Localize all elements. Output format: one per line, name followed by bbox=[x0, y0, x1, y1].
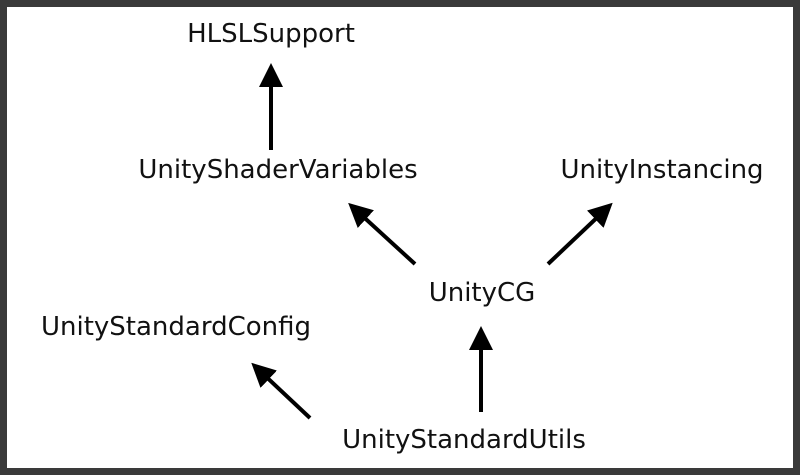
node-hlsl-support: HLSLSupport bbox=[187, 19, 355, 49]
node-unity-cg: UnityCG bbox=[428, 278, 536, 308]
node-unity-shader-variables: UnityShaderVariables bbox=[138, 155, 418, 185]
node-unity-standard-utils: UnityStandardUtils bbox=[342, 425, 586, 455]
node-unity-instancing: UnityInstancing bbox=[560, 155, 764, 185]
dependency-arrows bbox=[251, 63, 613, 420]
node-unity-standard-config: UnityStandardConfig bbox=[40, 312, 312, 342]
diagram-canvas: HLSLSupport UnityShaderVariables UnityIn… bbox=[7, 7, 793, 468]
arrow-unitycg-to-shadervariables bbox=[348, 202, 417, 266]
arrow-unitycg-to-instancing bbox=[546, 202, 613, 266]
arrow-standardutils-to-standardconfig bbox=[251, 362, 312, 420]
